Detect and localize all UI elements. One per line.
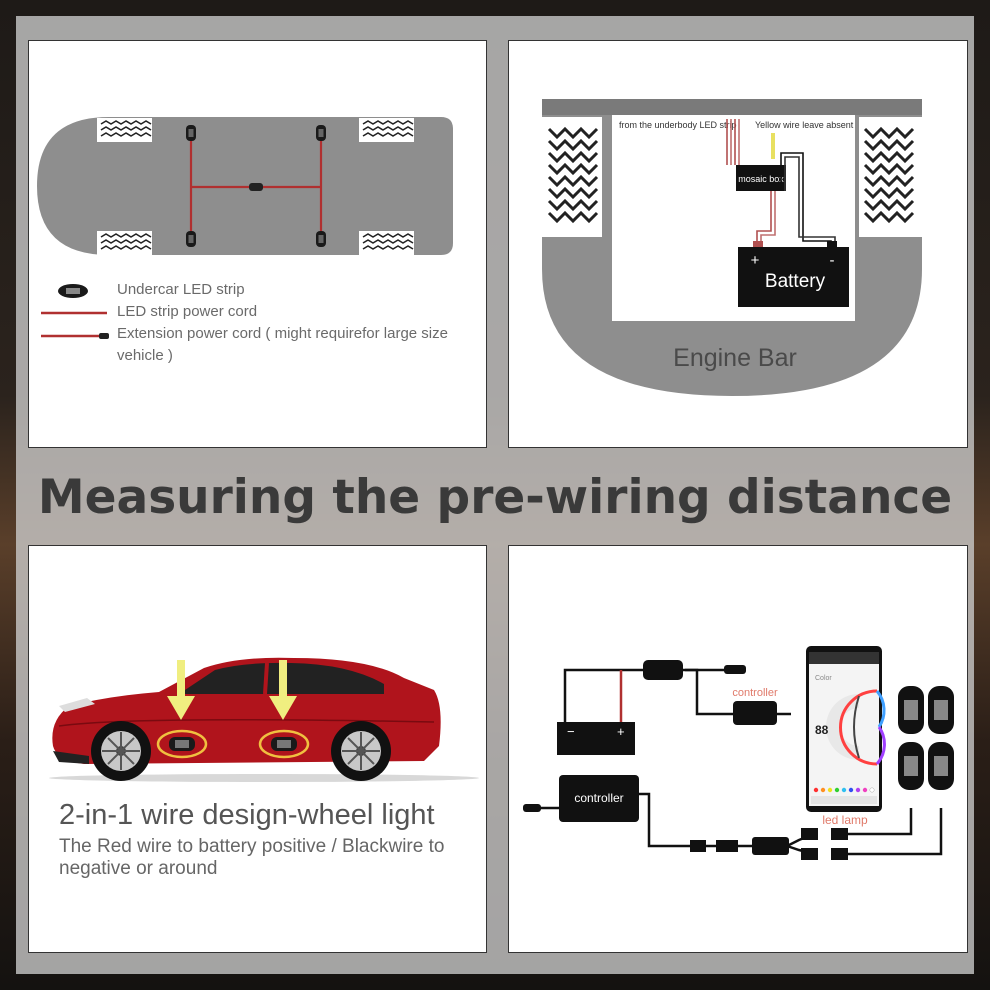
battery bbox=[738, 247, 849, 307]
bottom-plug bbox=[523, 804, 541, 812]
smartphone-app: Color 88 bbox=[806, 646, 886, 812]
arrow-rear bbox=[269, 660, 297, 720]
wires-from-underbody bbox=[726, 119, 740, 165]
arrow-front bbox=[167, 660, 195, 720]
led-lamp-label: led lamp bbox=[822, 813, 868, 827]
wheel-right-zigzag bbox=[859, 117, 922, 237]
label-yellow-wire: Yellow wire leave absent bbox=[755, 120, 854, 130]
car-headlight bbox=[59, 698, 95, 712]
bottom-connector-5 bbox=[831, 828, 848, 840]
legend-label-extension-cord: Extension power cord ( might requirefor … bbox=[117, 325, 448, 364]
wiring-battery-plus: + bbox=[617, 724, 625, 739]
car-body-line bbox=[58, 719, 435, 727]
main-title: Measuring the pre-wiring distance bbox=[37, 470, 953, 525]
legend-label-led-strip: Undercar LED strip bbox=[117, 281, 245, 298]
legend-extension-cord-icon bbox=[41, 333, 109, 339]
led-pod-rear-right bbox=[316, 231, 326, 247]
car-wheel-light-panel: 2-in-1 wire design-wheel light The Red w… bbox=[28, 545, 487, 953]
engine-bar-label: Engine Bar bbox=[673, 344, 797, 372]
engine-bay-top-bar bbox=[542, 99, 922, 115]
led-lamp-pods bbox=[898, 686, 954, 790]
top-plug bbox=[724, 665, 746, 674]
battery-label: Battery bbox=[765, 271, 826, 292]
wheel-front-left bbox=[97, 118, 152, 142]
front-wheel bbox=[91, 721, 151, 781]
engine-diagram: from the underbody LED strip Yellow wire… bbox=[542, 99, 922, 396]
car-panel-title: 2-in-1 wire design-wheel light bbox=[59, 799, 435, 831]
controller-wiring-panel: controller − + Color 88 bbox=[508, 545, 968, 953]
battery-plus-sign: + bbox=[751, 252, 760, 269]
car-panel-description: The Red wire to battery positive / Black… bbox=[59, 836, 445, 879]
bottom-connector-2 bbox=[716, 840, 738, 852]
led-pod-rear-left bbox=[316, 125, 326, 141]
wheel-rear-left bbox=[359, 118, 414, 142]
battery-minus-sign: - bbox=[830, 252, 835, 269]
wheel-light-rear bbox=[258, 729, 310, 759]
phone-value: 88 bbox=[815, 723, 829, 737]
extension-connector bbox=[249, 183, 263, 191]
controller-label-top: controller bbox=[732, 687, 778, 699]
car-illustration bbox=[49, 657, 479, 782]
led-pod-front-right bbox=[186, 231, 196, 247]
controller-wiring-diagram: controller − + Color 88 bbox=[523, 646, 954, 860]
wiring-battery-minus: − bbox=[567, 724, 575, 739]
bottom-splitter bbox=[752, 837, 789, 855]
wheel-front-right bbox=[97, 231, 152, 255]
top-inline-connector bbox=[643, 660, 683, 680]
bottom-controller bbox=[559, 775, 639, 822]
mosaic-box-label: mosaic box bbox=[738, 174, 784, 184]
bottom-connector-6 bbox=[831, 848, 848, 860]
wheel-rear-right bbox=[359, 231, 414, 255]
controller-label-box: controller bbox=[574, 791, 623, 805]
wiring-battery bbox=[557, 722, 635, 755]
top-controller bbox=[733, 701, 777, 725]
phone-color-label: Color bbox=[815, 675, 832, 682]
wheel-light-front bbox=[156, 729, 208, 759]
legend-led-strip-icon bbox=[58, 284, 88, 298]
mosaic-box bbox=[736, 165, 786, 191]
bottom-connector-4 bbox=[801, 848, 818, 860]
battery-terminal-positive bbox=[753, 241, 763, 248]
label-underbody-strip: from the underbody LED strip bbox=[619, 120, 737, 130]
bottom-connector-3 bbox=[801, 828, 818, 840]
top-wiring bbox=[563, 668, 791, 726]
wheel-left-zigzag bbox=[542, 117, 602, 237]
led-pod-front-left bbox=[186, 125, 196, 141]
battery-terminal-negative bbox=[827, 241, 837, 248]
bottom-connector-1 bbox=[690, 840, 706, 852]
undercar-diagram bbox=[37, 117, 453, 339]
engine-wiring-panel: from the underbody LED strip Yellow wire… bbox=[508, 40, 968, 448]
car-pillar bbox=[263, 662, 269, 695]
undercar-layout-panel: Undercar LED strip LED strip power cord … bbox=[28, 40, 487, 448]
legend-label-power-cord: LED strip power cord bbox=[117, 303, 258, 320]
car-front-bumper bbox=[53, 751, 89, 764]
rear-wheel bbox=[331, 721, 391, 781]
